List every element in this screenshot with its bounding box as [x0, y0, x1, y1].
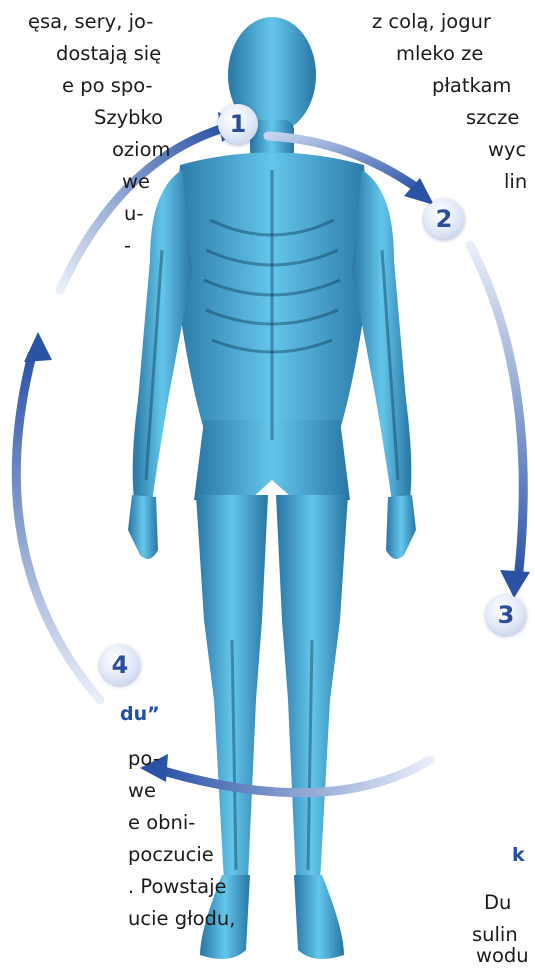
text-line: po-	[128, 743, 160, 775]
text-line: . Powstaje	[128, 871, 227, 903]
text-line: wodu	[476, 940, 529, 972]
text-line: u-	[124, 198, 143, 230]
text-line: z colą, jogur	[372, 6, 491, 38]
text-line: mleko ze	[396, 38, 483, 70]
text-line: dostają się	[56, 38, 161, 70]
text-line: -	[124, 230, 131, 262]
text-line: we	[122, 166, 150, 198]
text-line: oziom	[112, 134, 171, 166]
text-line: szcze	[466, 102, 519, 134]
text-line: Du	[484, 887, 511, 919]
step-1-badge: 1	[218, 104, 258, 144]
text-line: e obni-	[128, 807, 195, 839]
text-line: ęsa, sery, jo-	[28, 6, 153, 38]
text-line: wyc	[488, 134, 526, 166]
text-line: we	[128, 775, 156, 807]
step-4-badge: 4	[100, 645, 140, 685]
text-line: ucie głodu,	[128, 903, 235, 935]
text-line: e po spo-	[62, 70, 153, 102]
text-line: Szybko	[94, 102, 163, 134]
text-line: poczucie	[128, 839, 214, 871]
left-bottom-heading: du”	[120, 703, 160, 725]
step-3-badge: 3	[486, 595, 526, 635]
text-line: płatkam	[432, 70, 511, 102]
step-2-badge: 2	[424, 199, 464, 239]
text-line: lin	[504, 166, 527, 198]
right-bottom-heading: k	[512, 844, 525, 866]
